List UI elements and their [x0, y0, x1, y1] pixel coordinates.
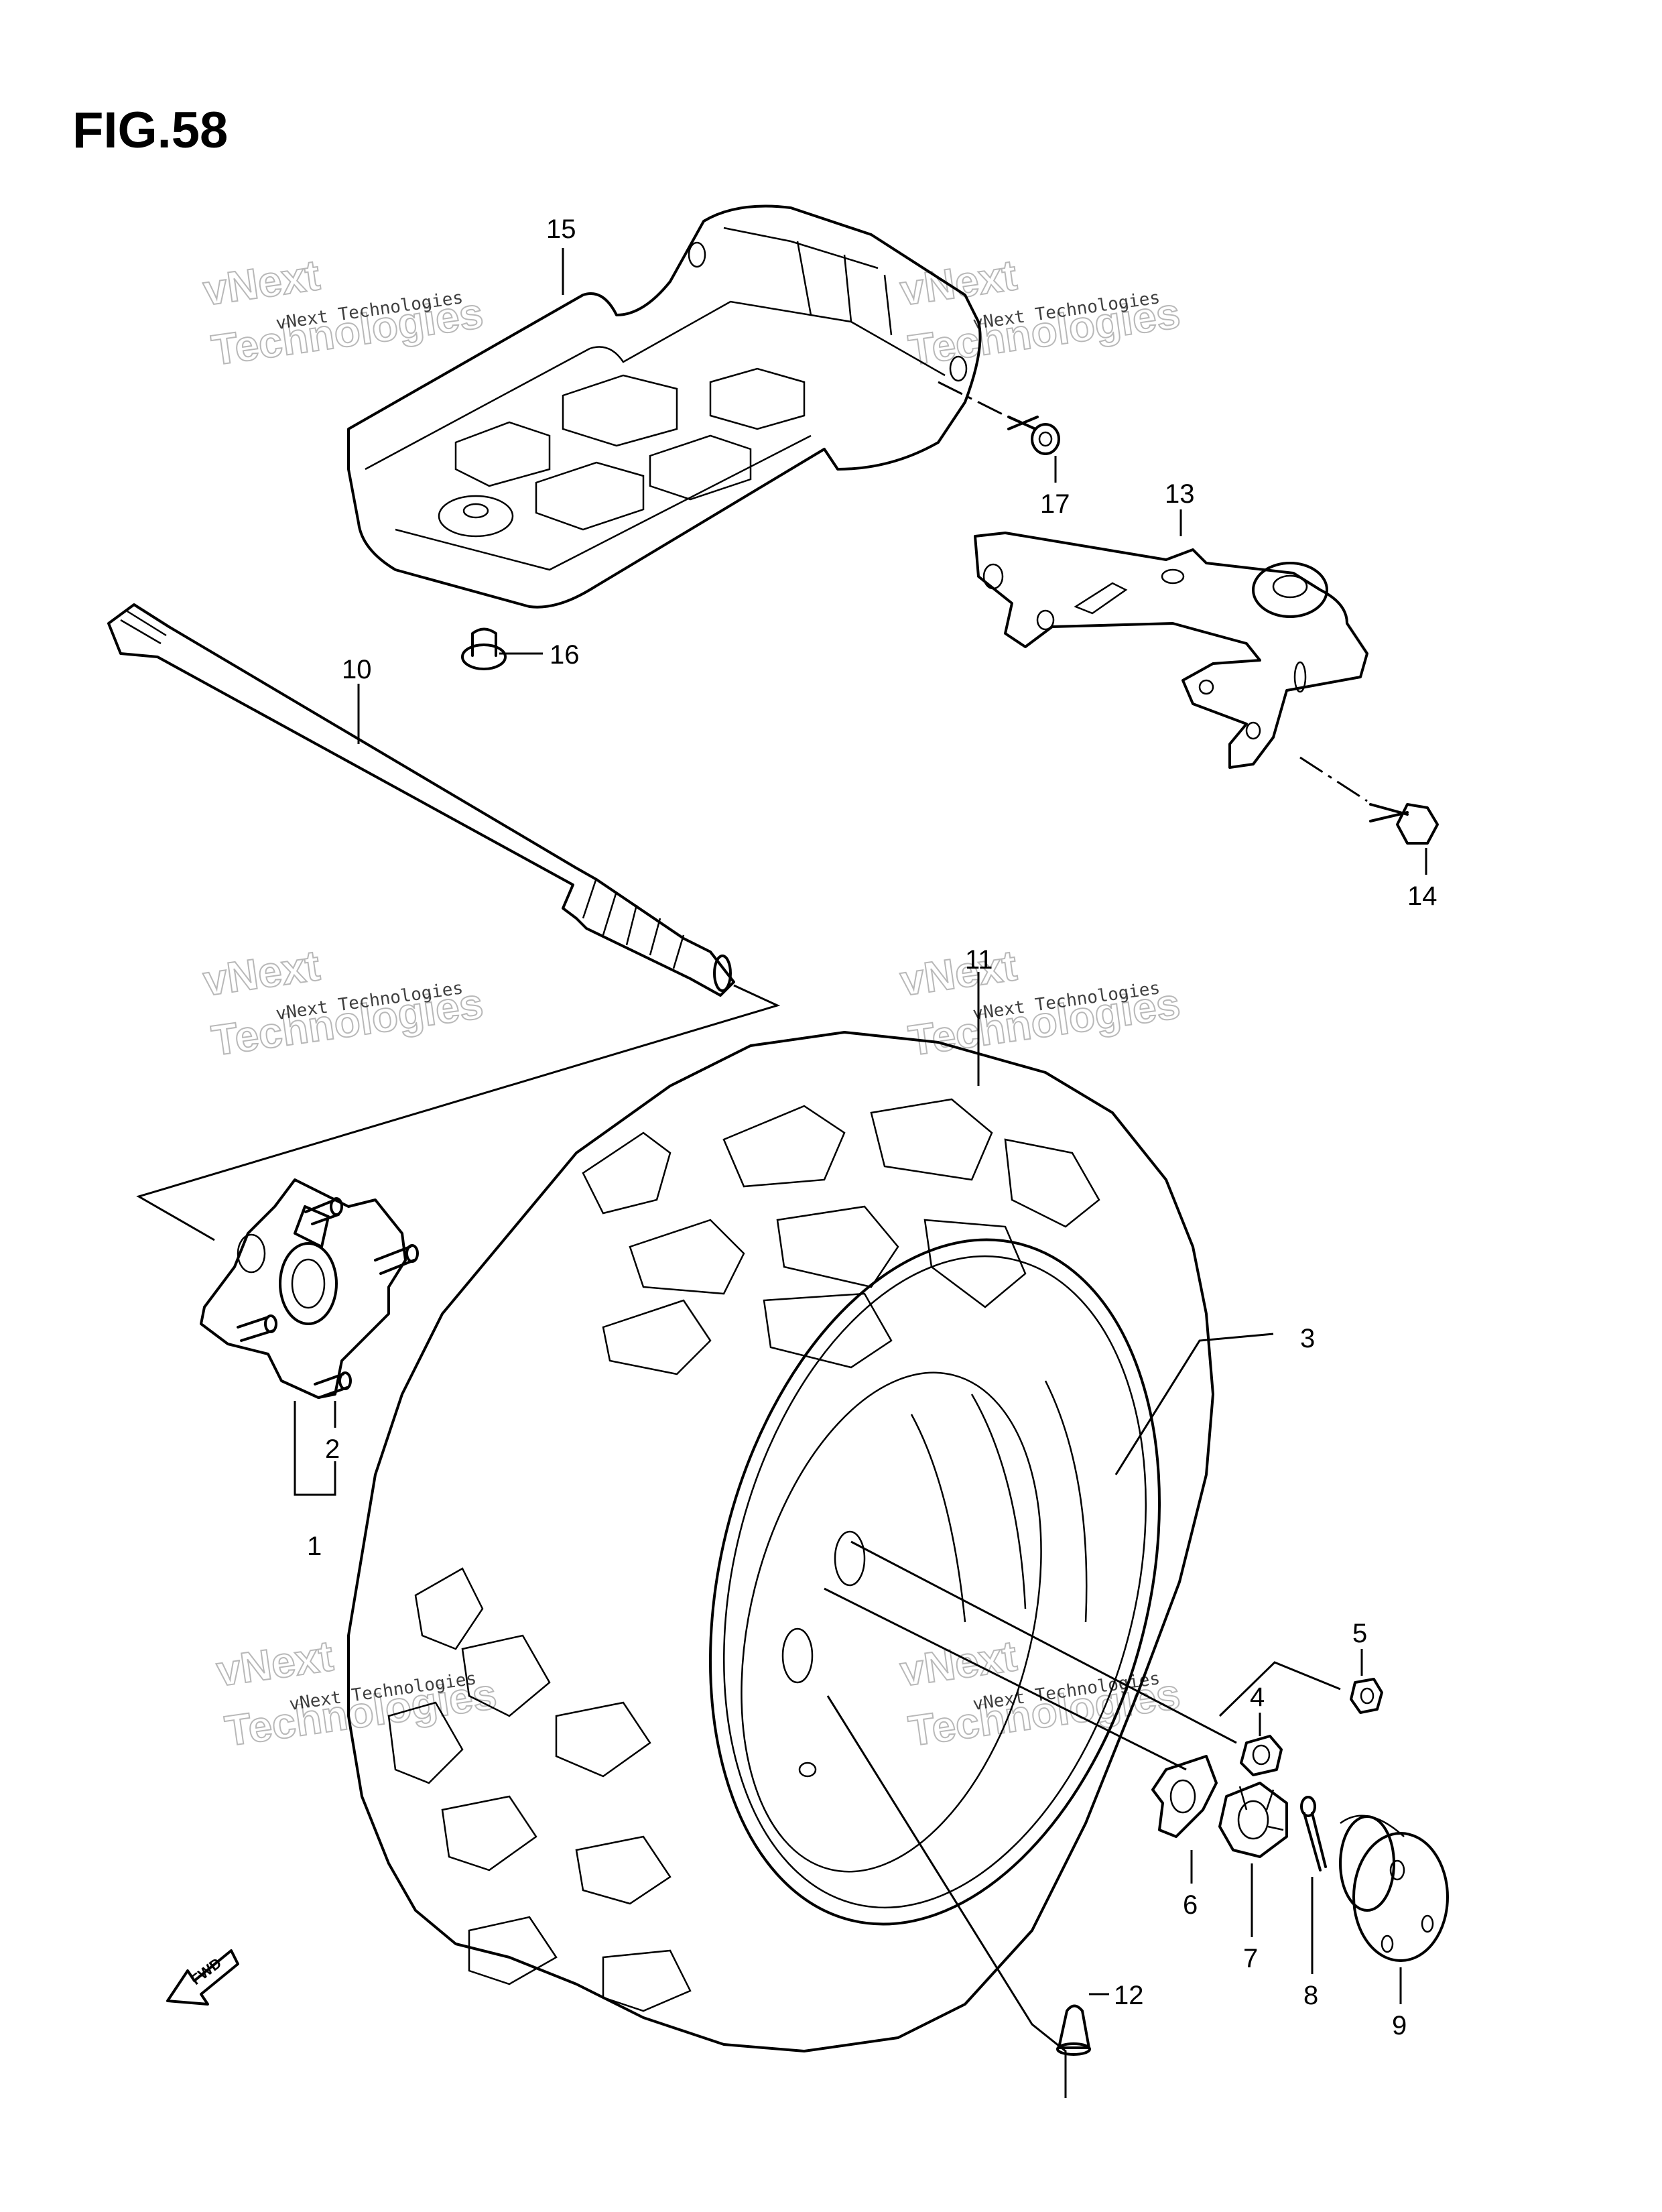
callouts: 15 17 13 14 16 10 11 3 2 1 4 5 6 7 8 9 1… [307, 214, 1437, 2040]
callout-11: 11 [965, 945, 993, 975]
callout-2: 2 [325, 1434, 340, 1464]
skid-plate-part-15 [347, 204, 982, 609]
callout-9: 9 [1392, 2011, 1407, 2040]
valve-part-12 [1056, 2004, 1091, 2056]
screw-part-17 [938, 381, 1060, 455]
callout-8: 8 [1303, 1981, 1318, 2010]
watermark: vNext Technologies vNext Technologies [897, 250, 1184, 375]
nut-part-5 [1350, 1678, 1383, 1714]
callout-14: 14 [1407, 881, 1437, 911]
figure-title: FIG.58 [72, 102, 228, 159]
callout-10: 10 [342, 655, 372, 684]
callout-7: 7 [1243, 1944, 1258, 1973]
watermark-brand: vNext [200, 251, 323, 315]
rim-part-3 [708, 1238, 1161, 1926]
callout-13: 13 [1165, 479, 1195, 509]
forward-arrow-icon: FWD [166, 1949, 239, 2006]
callout-12: 12 [1114, 1981, 1144, 2010]
watermark-brand: vNext [897, 251, 1020, 315]
tire-part-11 [347, 1031, 1214, 2052]
callout-1: 1 [307, 1532, 322, 1561]
lock-washer-part-6 [1151, 1755, 1218, 1838]
cotter-pin-part-8 [1300, 1796, 1327, 1871]
nut-part-4 [1240, 1735, 1283, 1776]
bracket-part-13 [974, 532, 1368, 769]
bolt-part-14 [1299, 756, 1439, 845]
callout-15: 15 [546, 214, 576, 244]
leader-lines [294, 248, 1427, 2098]
axle-shaft-part-10 [107, 603, 735, 997]
hub-cap-part-9 [1339, 1815, 1449, 1962]
grommet-part-16 [461, 627, 507, 670]
wheel-hub-part-1 [200, 1178, 407, 1399]
watermark-brand: vNext [214, 1632, 336, 1696]
callout-5: 5 [1352, 1619, 1367, 1648]
watermark: vNext Technologies vNext Technologies [200, 250, 487, 375]
castle-nut-part-7 [1218, 1782, 1288, 1858]
wheel-studs-part-2 [237, 1197, 419, 1399]
watermark-brand: vNext [897, 941, 1020, 1005]
watermark-brand: vNext [200, 941, 323, 1005]
callout-3: 3 [1300, 1324, 1315, 1353]
callout-17: 17 [1040, 489, 1070, 519]
watermark: vNext Technologies vNext Technologies [897, 1631, 1184, 1756]
watermark: vNext Technologies vNext Technologies [200, 940, 487, 1066]
watermark-brand: vNext [897, 1632, 1020, 1696]
callout-16: 16 [550, 640, 580, 670]
assembly-guide-lines [136, 984, 781, 1241]
callout-6: 6 [1183, 1890, 1198, 1920]
callout-4: 4 [1250, 1682, 1265, 1712]
watermark: vNext Technologies vNext Technologies [213, 1631, 500, 1756]
